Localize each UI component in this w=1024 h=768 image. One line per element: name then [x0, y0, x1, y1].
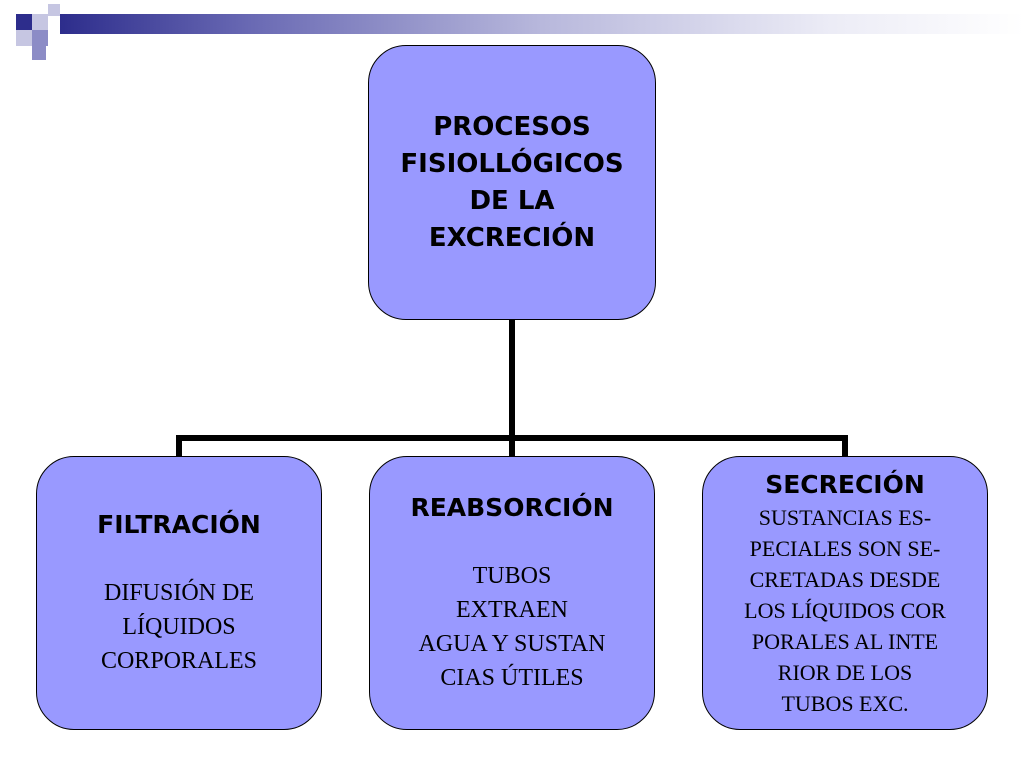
secrecion-description: SUSTANCIAS ES- PECIALES SON SE- CRETADAS… — [744, 504, 946, 716]
header-gradient-bar — [60, 14, 1024, 34]
child-node-filtracion: FILTRACIÓN DIFUSIÓN DE LÍQUIDOS CORPORAL… — [36, 456, 322, 730]
decorative-square — [32, 14, 48, 30]
root-title: PROCESOS FISIOLLÓGICOS DE LA EXCRECIÓN — [400, 111, 624, 253]
root-node: PROCESOS FISIOLLÓGICOS DE LA EXCRECIÓN — [368, 45, 656, 320]
filtracion-title: FILTRACIÓN — [97, 510, 261, 539]
child-node-reabsorcion: REABSORCIÓN TUBOS EXTRAEN AGUA Y SUSTAN … — [369, 456, 655, 730]
reabsorcion-description: TUBOS EXTRAEN AGUA Y SUSTAN CIAS ÚTILES — [418, 563, 606, 691]
child-node-secrecion: SECRECIÓN SUSTANCIAS ES- PECIALES SON SE… — [702, 456, 988, 730]
decorative-square — [48, 4, 60, 16]
decorative-square — [16, 30, 32, 46]
reabsorcion-title: REABSORCIÓN — [410, 493, 614, 522]
decorative-square — [32, 30, 48, 46]
decorative-square — [32, 46, 46, 60]
decorative-square — [16, 14, 32, 30]
filtracion-description: DIFUSIÓN DE LÍQUIDOS CORPORALES — [100, 580, 258, 674]
secrecion-title: SECRECIÓN — [765, 469, 925, 499]
